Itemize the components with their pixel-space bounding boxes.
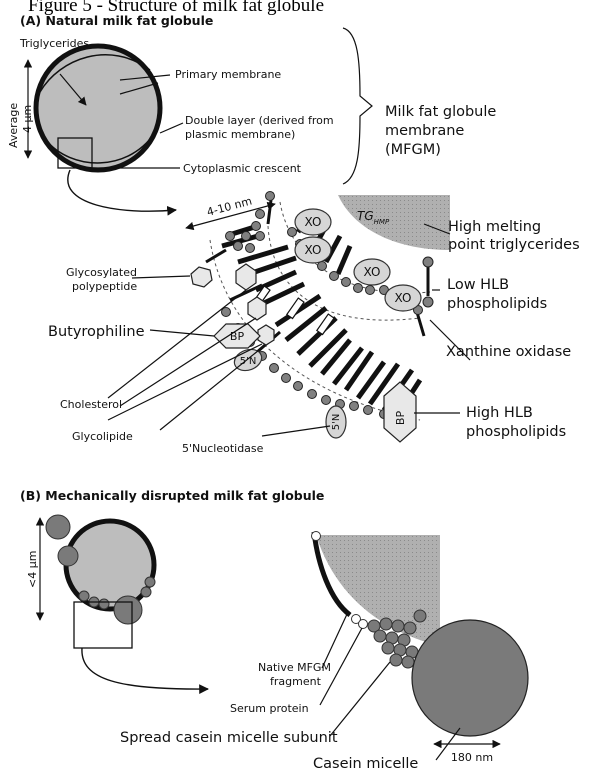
micelle-size-label: 180 nm (451, 751, 493, 764)
small-micelle-2 (58, 546, 78, 566)
glycolipide-hex-1 (236, 264, 256, 290)
spread-casein-pointer (330, 662, 390, 736)
glycolipide-pointer-2 (160, 346, 264, 430)
glycosylated-label-2: polypeptide (72, 280, 137, 293)
butyrophiline-label: Butyrophiline (48, 324, 145, 340)
bp-label-2: BP (394, 411, 407, 426)
sn-label-1: 5'N (240, 356, 257, 367)
average-label: Average (7, 103, 20, 148)
triglycerides-label: Triglycerides (19, 37, 89, 50)
glycosylated-pointer (132, 276, 190, 278)
double-layer-pointer (160, 123, 183, 133)
cytoplasmic-crescent-label: Cytoplasmic crescent (183, 162, 302, 175)
xo-label-3: XO (364, 265, 381, 279)
glycosylated-hex (191, 267, 212, 287)
mfgm-brace (343, 28, 372, 184)
low-hlb-label-2: phospholipids (447, 296, 547, 312)
spread-casein-label: Spread casein micelle subunit (120, 730, 338, 746)
tg-subscript: HMP (374, 218, 390, 226)
small-micelle-3 (114, 596, 142, 624)
panel-a-heading: (A) Natural milk fat globule (20, 13, 213, 28)
hmp-triglyceride-region (338, 195, 450, 250)
native-label-2: fragment (270, 675, 322, 688)
zoom-arrow-b (82, 648, 208, 689)
native-label-1: Native MFGM (258, 661, 331, 674)
natural-globule (36, 46, 160, 170)
sn-label-2: 5'N (331, 414, 342, 431)
disrupted-globule (46, 515, 155, 648)
primary-membrane-label: Primary membrane (175, 68, 281, 81)
small-micelle-1 (46, 515, 70, 539)
casein-micelle-label: Casein micelle (313, 756, 418, 772)
glycolipide-hex-3 (258, 325, 274, 345)
xo-label-1: XO (305, 215, 322, 229)
mfgm-label-3: (MFGM) (385, 142, 441, 158)
double-layer-label-1: Double layer (derived from (185, 114, 334, 127)
glycolipide-pointer (108, 344, 262, 420)
butyrophiline-pointer (150, 330, 214, 336)
mfgm-label-1: Milk fat globule (385, 104, 496, 120)
mfgm-label-2: membrane (385, 123, 464, 139)
double-layer-label-2: plasmic membrane) (185, 128, 295, 141)
zoom-arrow-a (68, 170, 176, 211)
nucleotidase-pointer (262, 426, 330, 436)
xo-label-2: XO (305, 243, 322, 257)
bp-label: BP (230, 330, 245, 343)
xo-label-4: XO (395, 291, 412, 305)
casein-micelle (412, 620, 528, 736)
xanthine-oxidase-label: Xanthine oxidase (446, 344, 571, 360)
thickness-label: 4-10 nm (205, 194, 253, 219)
serum-protein-label: Serum protein (230, 702, 309, 715)
high-melting-label-2: point triglycerides (448, 237, 580, 253)
low-hlb-label-1: Low HLB (447, 277, 509, 293)
cholesterol-label: Cholesterol (60, 398, 122, 411)
tg-text: TG (357, 209, 374, 223)
size-label-b: <4 µm (26, 551, 39, 588)
glycolipide-label: Glycolipide (72, 430, 133, 443)
glycosylated-label-1: Glycosylated (66, 266, 137, 279)
panel-b-heading: (B) Mechanically disrupted milk fat glob… (20, 488, 324, 503)
average-size-label: 4 µm (21, 105, 34, 133)
high-melting-label-1: High melting (448, 219, 541, 235)
high-hlb-label-1: High HLB (466, 405, 533, 421)
nucleotidase-label: 5'Nucleotidase (182, 442, 264, 455)
high-hlb-label-2: phospholipids (466, 424, 566, 440)
